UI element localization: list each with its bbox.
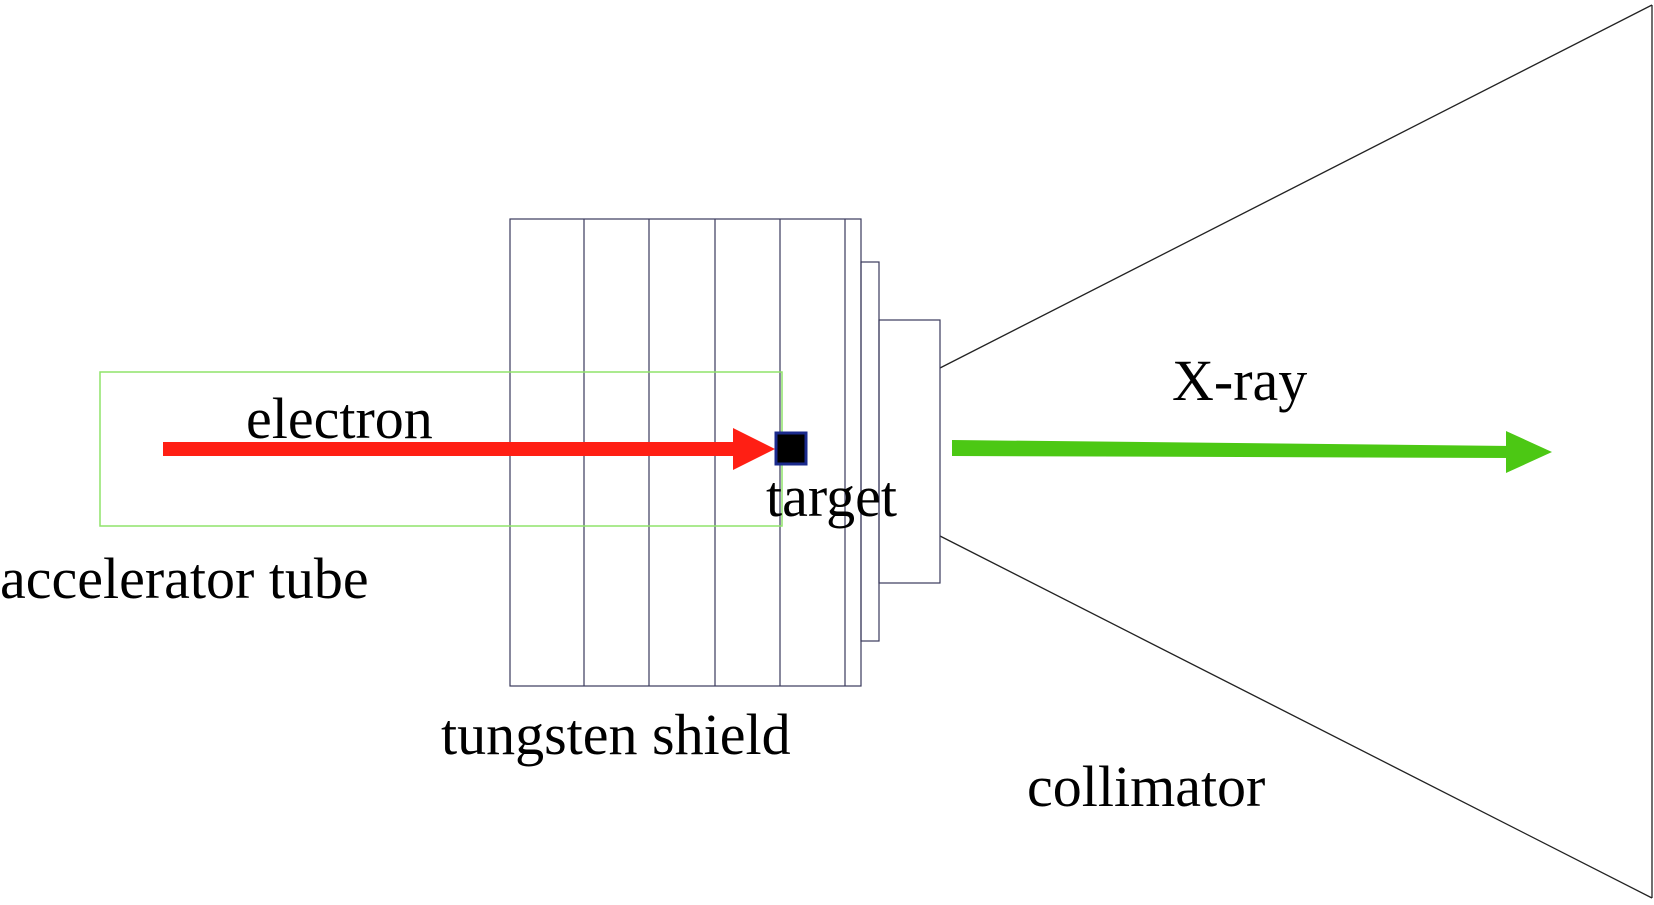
target-label: target [766,464,897,529]
target-block [774,431,808,466]
xray-label: X-ray [1172,348,1307,413]
collimator-lower-edge [939,535,1653,899]
collimator-upper-edge [939,4,1653,369]
tungsten-shield-label: tungsten shield [441,702,791,767]
xray-arrow [952,431,1552,473]
xray-arrow-head [1506,431,1552,473]
collimator-label: collimator [1027,754,1265,819]
shield-step-plate [860,261,880,642]
xray-arrow-shaft [952,440,1512,458]
electron-arrow [163,428,775,470]
shield-step-plate [878,319,941,584]
collimator [939,4,1653,899]
accelerator-tube-label: accelerator tube [0,546,369,611]
electron-label: electron [246,386,433,451]
electron-arrow-head [733,428,775,470]
